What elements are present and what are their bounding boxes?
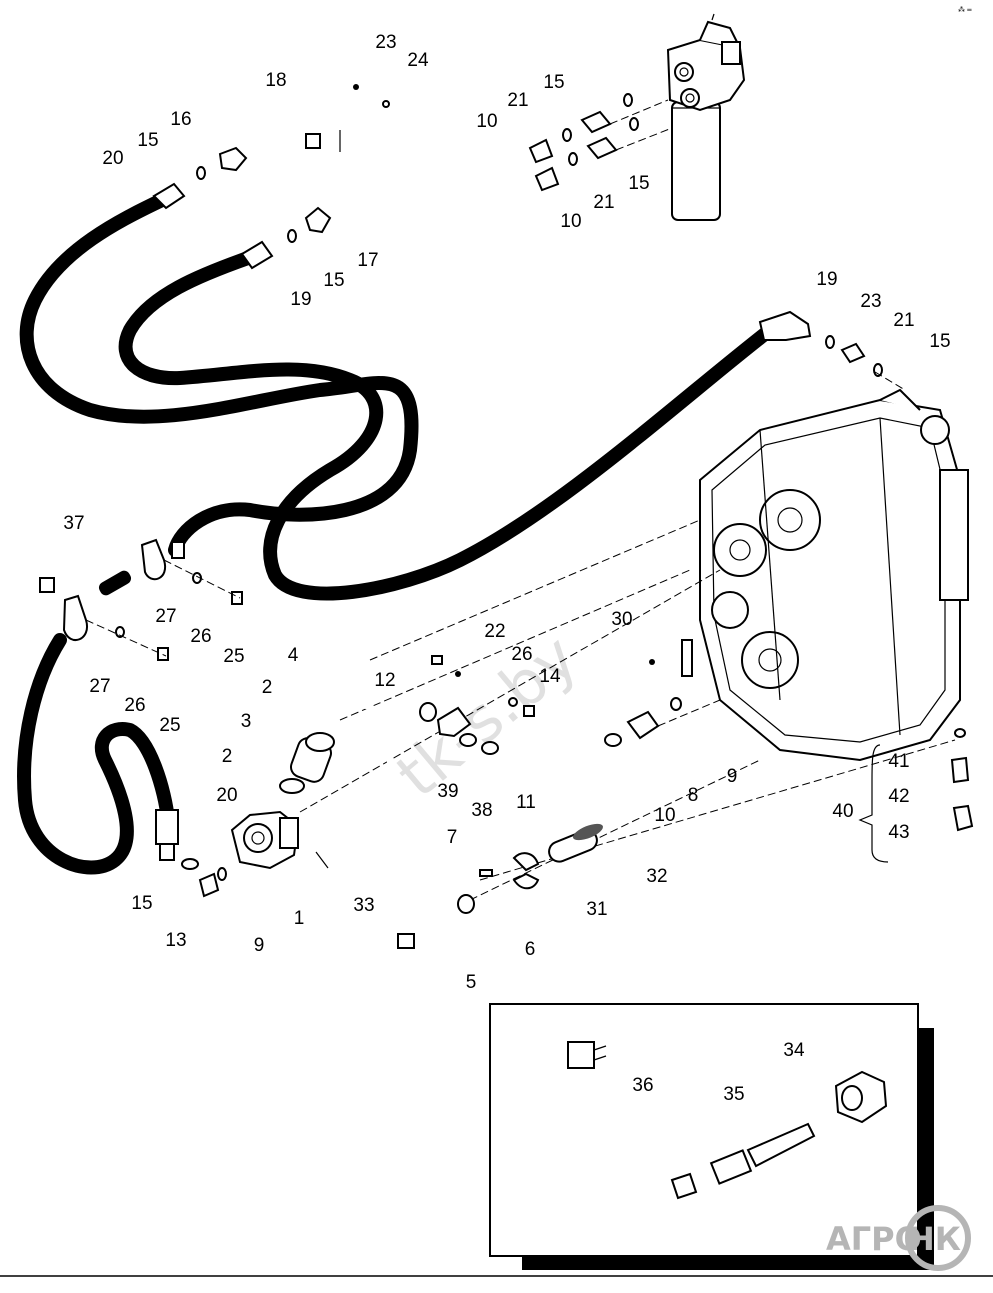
callout-c15c: 15 [628, 173, 649, 194]
callout-c17: 17 [357, 250, 378, 271]
callout-c1: 1 [294, 908, 305, 929]
watermark-text: tk-s.by [383, 620, 591, 811]
callout-c27b: 27 [89, 676, 110, 697]
callout-c15a: 15 [543, 72, 564, 93]
callout-c26c: 26 [124, 695, 145, 716]
callout-c23a: 23 [375, 32, 396, 53]
callout-c23b: 23 [860, 291, 881, 312]
suction-tube [326, 701, 429, 949]
callout-c27a: 27 [155, 606, 176, 627]
hydraulic-hoses [17, 193, 777, 875]
callout-c3: 3 [241, 711, 252, 732]
callout-c14: 14 [539, 666, 561, 687]
callout-c31: 31 [586, 899, 607, 920]
callout-c18: 18 [265, 70, 286, 91]
callout-c22: 22 [484, 621, 505, 642]
callout-c21a: 21 [507, 90, 528, 111]
callout-c26b: 26 [511, 644, 532, 665]
callout-c5: 5 [466, 972, 477, 993]
tube-fittings-top [196, 84, 673, 243]
hose-end-fittings [152, 182, 883, 861]
callout-c7: 7 [447, 827, 458, 848]
callout-c20a: 20 [102, 148, 123, 169]
callout-c4: 4 [288, 645, 299, 666]
callout-c8: 8 [688, 785, 699, 806]
oil-filter [666, 13, 746, 221]
callout-c43: 43 [888, 822, 909, 843]
fitting-group-40 [858, 728, 974, 863]
callout-c39: 39 [437, 781, 458, 802]
callout-c42: 42 [888, 786, 909, 807]
callout-c40: 40 [832, 801, 853, 822]
corner-mark: ⁂ ═ [958, 6, 972, 14]
callout-c19a: 19 [816, 269, 837, 290]
callout-c37: 37 [63, 513, 84, 534]
callout-c34: 34 [783, 1040, 805, 1061]
callout-c6: 6 [525, 939, 536, 960]
callout-c25b: 25 [159, 715, 180, 736]
bracket-30 [649, 639, 693, 677]
callout-c19b: 19 [290, 289, 311, 310]
callout-c26a: 26 [190, 626, 211, 647]
pipe-coupler-assembly [457, 823, 604, 914]
callout-c15b: 15 [137, 130, 158, 151]
agronk-logo: АГРО НК [826, 1205, 971, 1271]
callout-c30: 30 [611, 609, 632, 630]
callout-c32: 32 [646, 866, 667, 887]
callout-c10b: 10 [560, 211, 581, 232]
callout-c9a: 9 [727, 766, 738, 787]
return-hose-assembly [419, 655, 721, 775]
callout-c10c: 10 [654, 805, 675, 826]
callout-c21b: 21 [593, 192, 614, 213]
callout-c20b: 20 [216, 785, 237, 806]
callout-c36: 36 [632, 1075, 653, 1096]
callout-c15f: 15 [131, 893, 152, 914]
hose-clamps [39, 538, 243, 661]
callout-c12: 12 [374, 670, 395, 691]
steel-tube-pair [244, 124, 549, 226]
callout-c38: 38 [471, 800, 492, 821]
callout-c15d: 15 [323, 270, 344, 291]
transmission-housing [699, 388, 969, 762]
assembly-lines [299, 371, 956, 901]
callout-c10a: 10 [476, 111, 497, 132]
callout-c41: 41 [888, 751, 909, 772]
callout-c35: 35 [723, 1084, 744, 1105]
callout-c11: 11 [516, 792, 536, 813]
callout-c2a: 2 [262, 677, 273, 698]
callout-c33: 33 [353, 895, 374, 916]
callout-c21c: 21 [893, 310, 914, 331]
callout-c9b: 9 [254, 935, 265, 956]
callout-c25a: 25 [223, 646, 244, 667]
callout-c16: 16 [170, 109, 191, 130]
callout-c15e: 15 [929, 331, 950, 352]
callout-c13: 13 [165, 930, 186, 951]
heater-kit-inset [489, 1003, 934, 1270]
pump-assembly [181, 732, 335, 898]
callout-c2b: 2 [222, 746, 233, 767]
callout-c24: 24 [407, 50, 429, 71]
logo-right-text: НК [908, 1220, 961, 1258]
